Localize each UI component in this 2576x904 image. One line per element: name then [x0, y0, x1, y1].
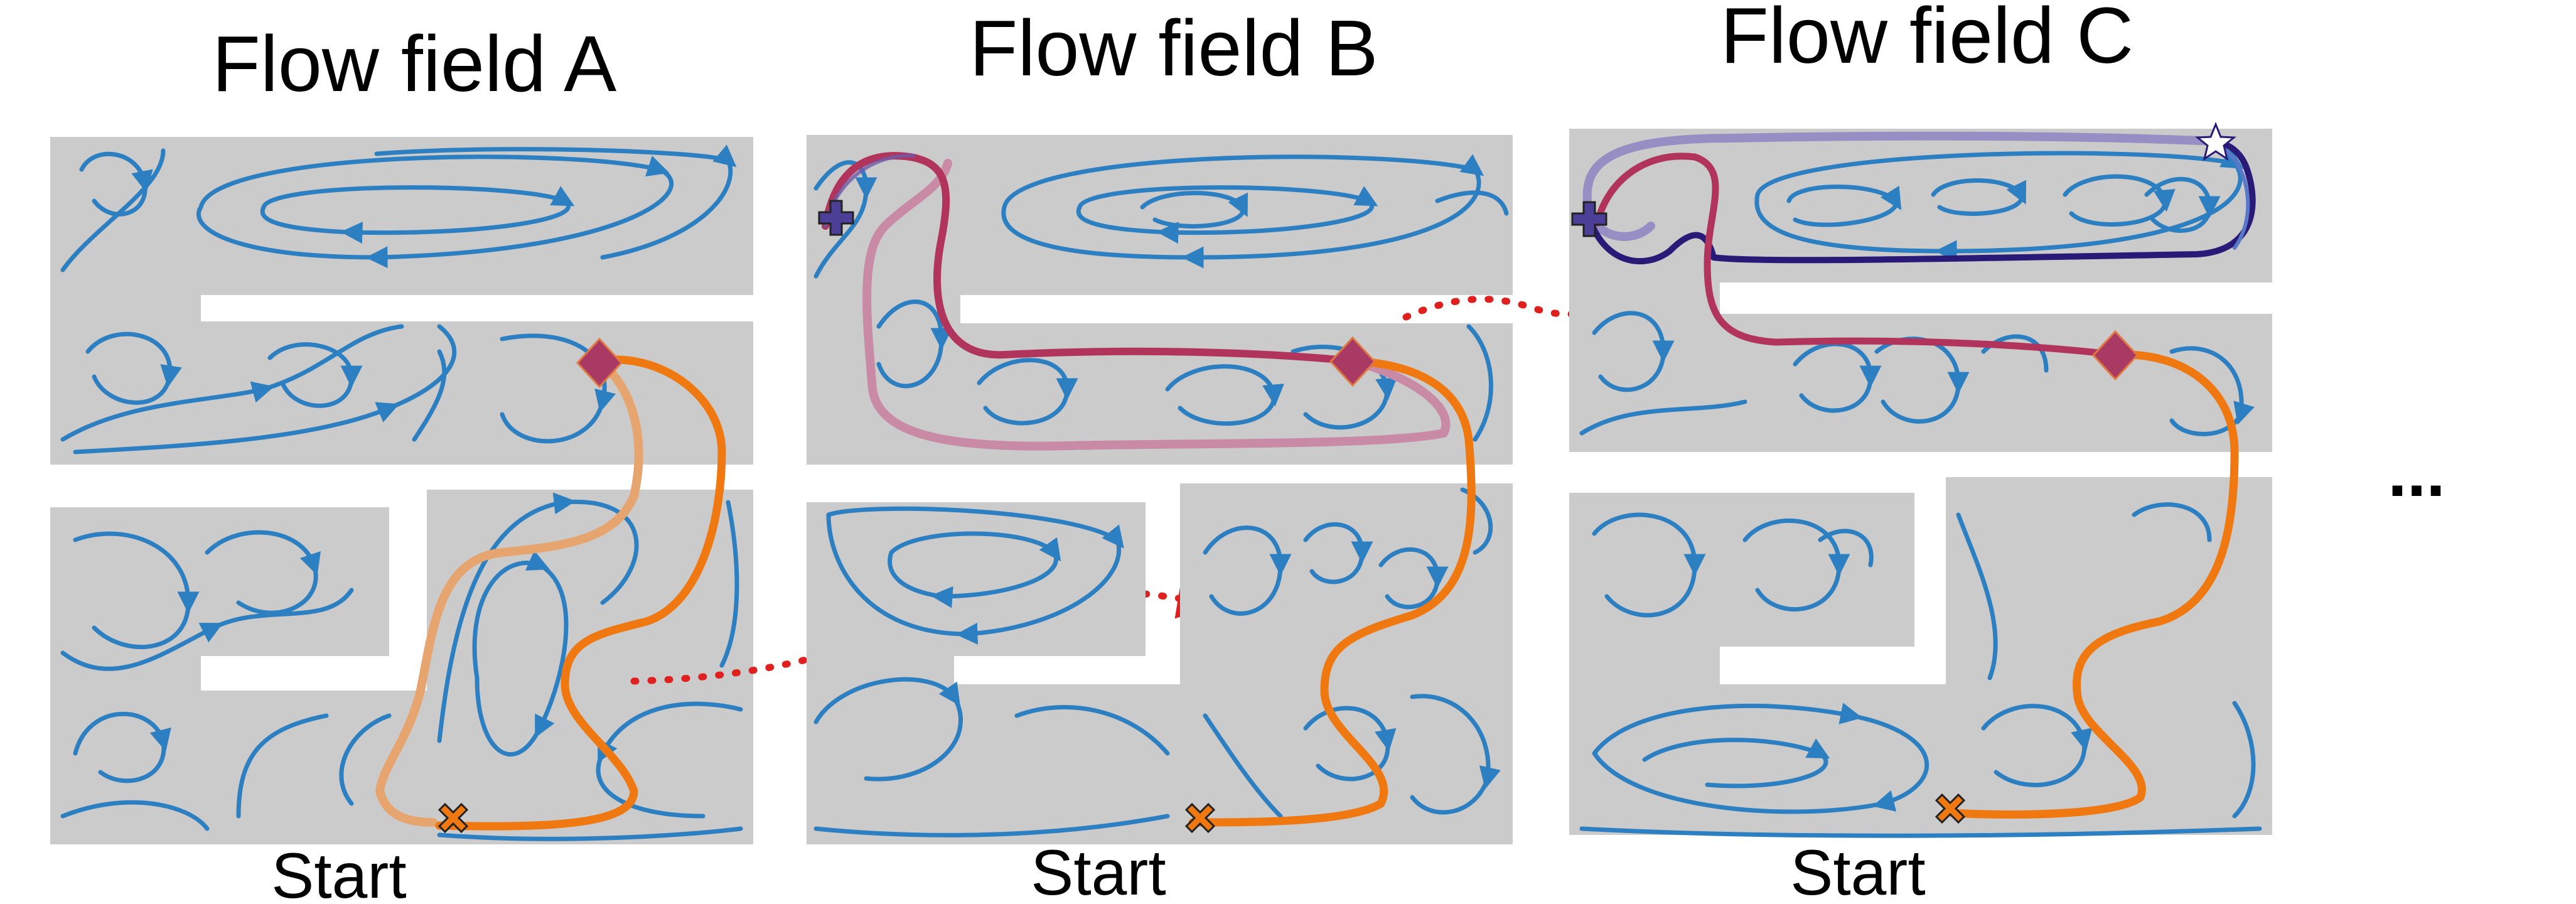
panel-b-start-marker [1184, 802, 1216, 834]
panel-b-faded-red-path [862, 159, 1451, 451]
panel-c-start-marker [1935, 793, 1966, 824]
panel-a-streamlines [60, 144, 743, 841]
panel-b-waypoint-marker [1329, 336, 1377, 387]
panel-a-start-label: Start [271, 840, 406, 904]
continuation-ellipsis: ... [2388, 434, 2445, 511]
panel-a-start-marker [437, 802, 469, 834]
panel-b-red-path [822, 152, 1356, 365]
panel-a-trajectories [375, 355, 726, 831]
panel-c-maze [1569, 129, 2272, 835]
panel-c-subgoal-marker [1571, 201, 1607, 237]
panel-a-markers [437, 337, 623, 834]
panel-c-red-path [1594, 153, 2119, 358]
panel-a-title: Flow field A [212, 19, 616, 108]
panel-b-title: Flow field B [969, 4, 1378, 92]
panel-c: Flow field C [1569, 0, 2272, 904]
panel-a-faded-orange-path [375, 357, 643, 827]
panel-c-goal-star-marker [2195, 121, 2236, 161]
panel-b: Flow field B [807, 4, 1513, 904]
panel-c-orange-path [1948, 350, 2239, 819]
panel-c-markers [1571, 121, 2236, 824]
panel-b-orange-path [1188, 357, 1476, 827]
panel-c-title: Flow field C [1720, 0, 2133, 80]
panel-c-purple-path [2214, 143, 2250, 250]
panel-c-trajectories [1582, 131, 2256, 819]
panel-a: Flow field A [50, 19, 753, 904]
panel-b-start-label: Start [1031, 837, 1166, 904]
panel-b-subgoal-marker [818, 200, 854, 236]
panel-c-start-label: Start [1790, 837, 1925, 904]
panel-b-maze [807, 135, 1513, 844]
panel-a-waypoint-marker [576, 337, 623, 389]
panel-c-dark-purple-path [1588, 138, 2256, 265]
panel-a-orange-path [435, 355, 726, 831]
panel-b-markers [818, 200, 1377, 834]
panel-b-streamlines [813, 154, 1509, 837]
panel-c-waypoint-marker [2091, 330, 2139, 381]
